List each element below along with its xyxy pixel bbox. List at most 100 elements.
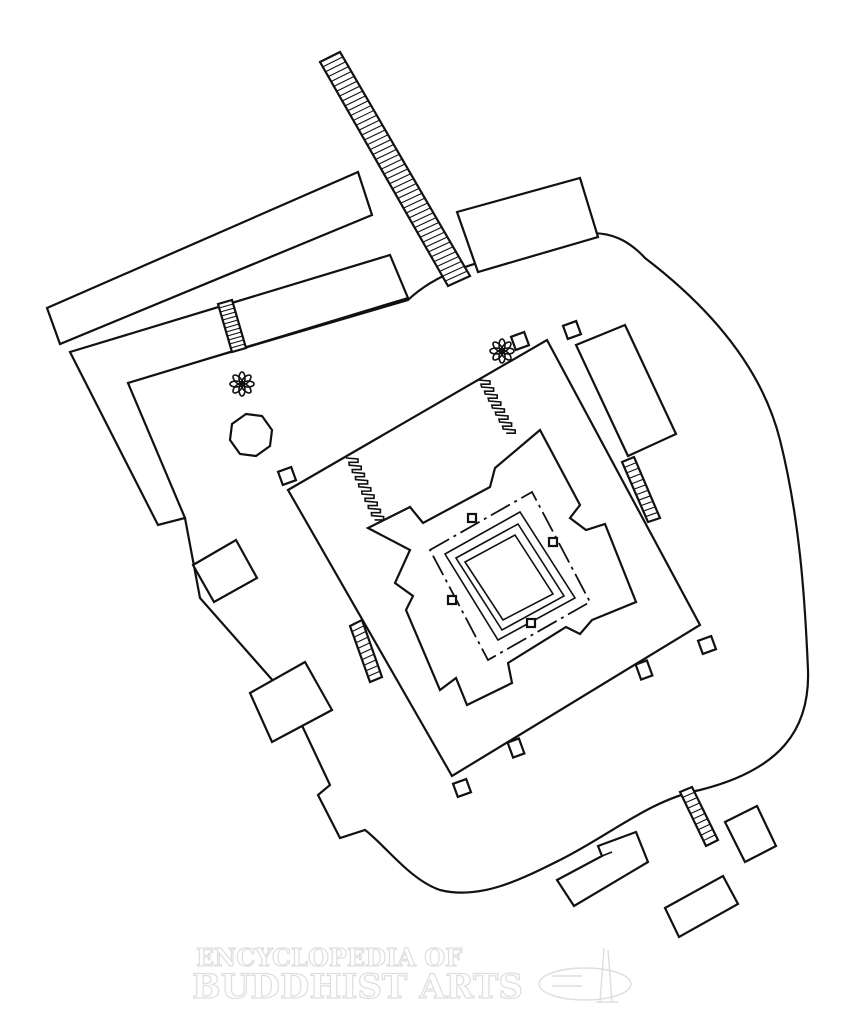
south-building-divider [601,851,613,857]
stair-tread [428,241,451,253]
stair-tread [328,66,349,78]
stair-tread [227,331,242,337]
stair-tread [369,139,392,151]
stair-tread [364,129,386,141]
lotus-petal [492,341,504,353]
stair-tread [380,158,403,170]
lotus-center [238,380,246,388]
stair-tread [229,339,244,345]
stair-tread [358,119,380,131]
stair-tread [408,207,431,219]
meander-path [345,457,385,521]
stair-tread [697,823,711,831]
stair-tread [389,173,411,185]
stair-tread [361,124,383,136]
stair-tread [222,315,237,321]
stair-tread [406,202,428,214]
north-causeway-stair [318,50,472,288]
stair-tread [703,834,716,842]
lotus-center [498,347,506,355]
stair-tread [690,807,703,815]
stair-tread [342,90,363,102]
stair-tread [638,495,651,501]
stair-tread [392,178,414,190]
watermark: ENCYCLOPEDIA OF BUDDHIST ARTS [191,942,632,1008]
watermark-line1: ENCYCLOPEDIA OF [196,943,462,972]
small-shrine-ne [561,319,583,341]
sanctum-outer [443,510,577,642]
meander-ornament-nw [345,457,385,521]
stair-tread [640,500,654,507]
stair-tread [351,625,365,633]
stair-tread [375,148,397,160]
stair-tread [344,95,366,107]
stair-tread [223,319,238,325]
stair-tread [626,467,639,474]
stair-tread [347,100,369,112]
stair-tread [330,70,352,82]
stair-tread [439,260,462,272]
stair-tread [682,791,695,798]
stair-tread [333,75,355,87]
stair-tread [687,802,701,809]
small-shrine-s [451,777,473,799]
stair-tread [695,818,708,825]
stair-tread [367,134,389,146]
stair-tread [425,236,448,248]
stair-tread [444,270,468,282]
stair-tread [361,653,375,661]
meander-ornament-ne [477,379,516,434]
lotus-symbol-north [489,338,515,364]
stair-tread [322,56,344,68]
stair-tread [414,217,437,229]
stair-tread [386,168,409,180]
small-shrine-w [276,465,298,487]
stair-tread [363,659,377,666]
watermark-logo-icon [538,947,632,1003]
sanctum-middle [454,522,566,632]
stair-tread [684,797,698,804]
stair-tread [397,187,420,199]
stair-tread [411,212,434,224]
stair-tread [226,327,241,333]
meander-path [477,379,516,434]
nw-long-hall-inner [68,253,410,527]
south-stair [678,785,720,848]
watermark-line2: BUDDHIST ARTS [192,967,523,1007]
stair-tread [339,85,361,97]
lotus-petal [232,374,244,386]
stair-tread [628,473,642,479]
nw-long-hall-outer [45,170,374,346]
sanctum-core [463,533,555,622]
stair-tread [633,484,647,490]
stair-tread [365,665,379,672]
stair-tread [367,670,381,677]
stair-tread [643,506,656,512]
small-shrine-e [696,634,718,656]
stair-tread [645,511,658,518]
stair-tread [230,343,245,349]
small-shrine-n [509,330,531,352]
niche-w [446,594,458,606]
stair-tread [624,462,637,468]
terrace-stair-east [620,455,662,524]
stair-tread [355,636,369,644]
stair-tread [219,303,234,309]
stair-tread [419,226,442,238]
stair-tread [417,221,440,233]
terrace-stair-south [506,659,654,759]
stair-tread [700,828,714,836]
niche-n [466,512,478,524]
stair-tread [372,144,394,156]
hall-connecting-stair [216,298,248,354]
stair-tread [400,192,423,204]
west-gate-room [191,538,259,604]
stair-tread [692,813,706,820]
pradakshina-path [428,490,592,662]
stair-tread [403,197,426,209]
stair-tread [359,648,373,655]
lotus-symbol-west [229,371,255,397]
stair-tread [220,307,235,313]
stair-tread [325,61,346,73]
